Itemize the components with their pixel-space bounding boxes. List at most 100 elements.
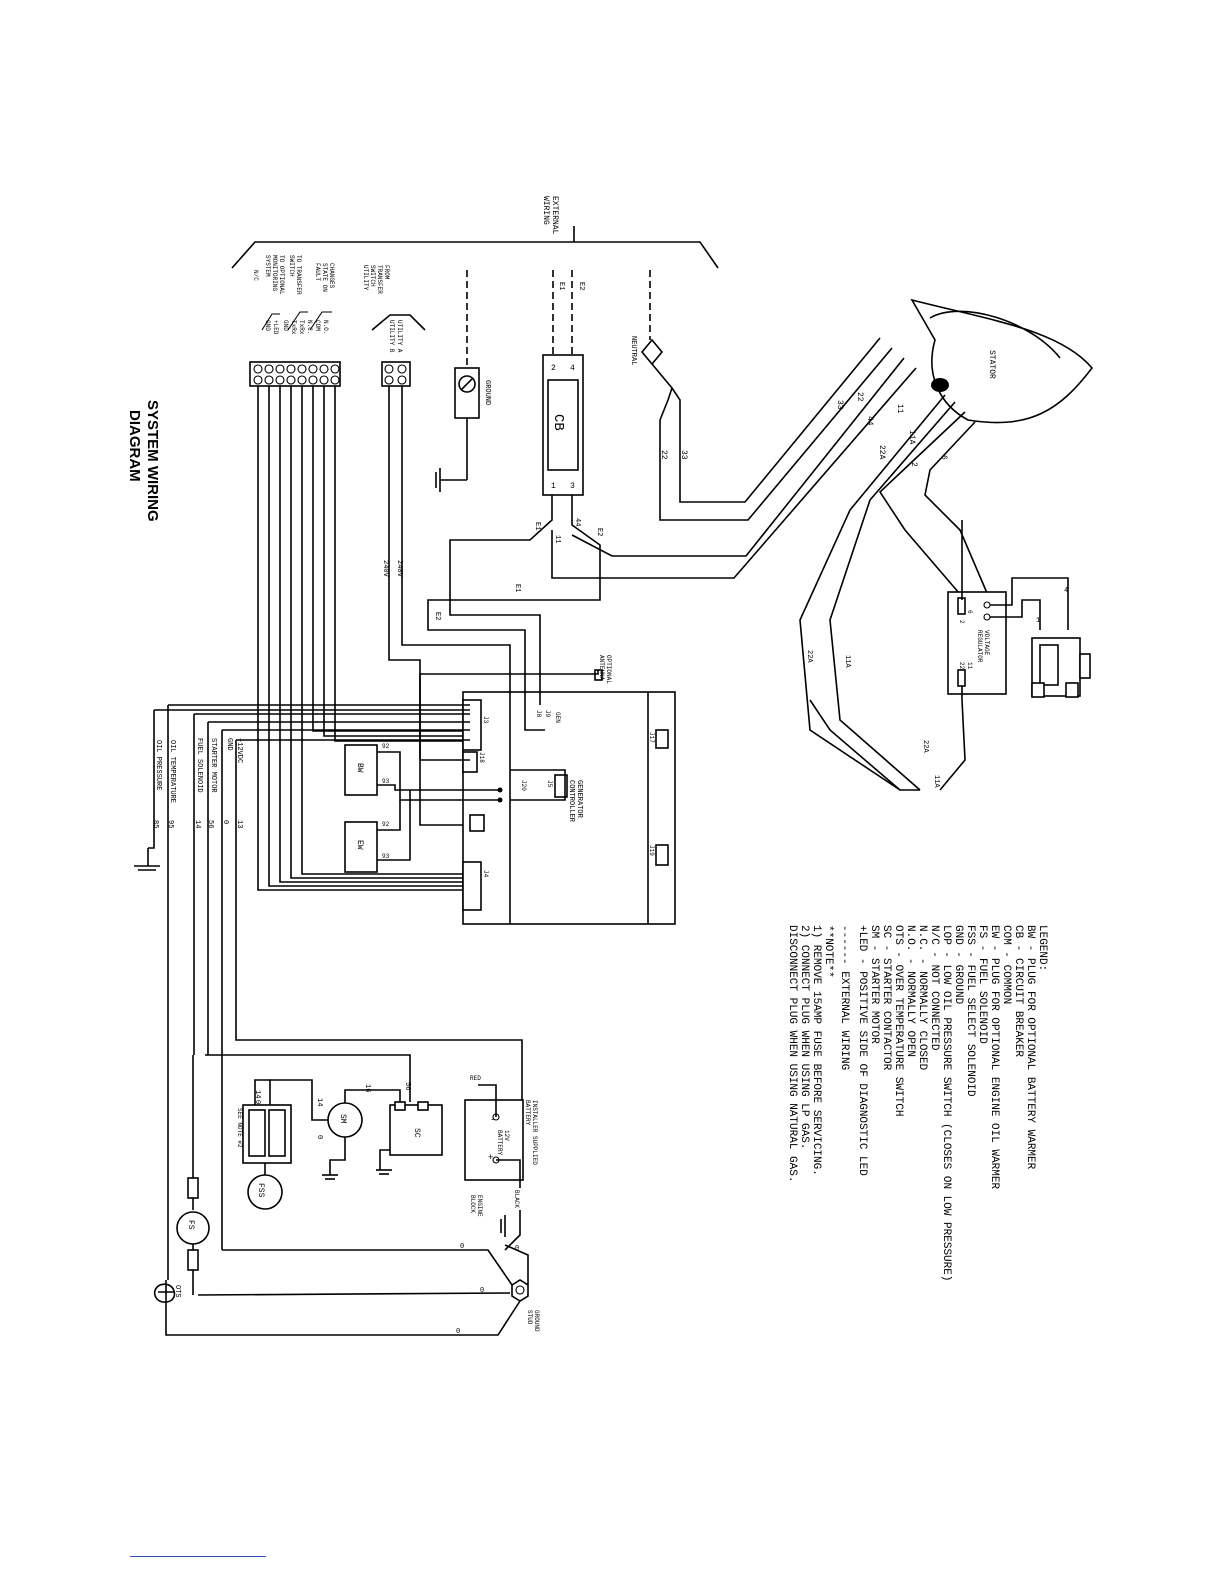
voltage-regulator: VOLTAGE REGULATOR 6 2 11 22 4 1 [947, 577, 1069, 695]
wire-number: 11A [907, 430, 916, 445]
nc-label: N/C [252, 270, 259, 281]
terminal-screw [330, 364, 340, 374]
terminal-screw [297, 364, 307, 374]
pin-label: COM [314, 320, 321, 331]
battery: - + 12V BATTERY INSTALLER SUPPLIED BATTE… [464, 1075, 538, 1251]
installer-battery-label: BATTERY [524, 1100, 531, 1126]
wire-number: 22A [805, 650, 813, 663]
harness-label: GND [225, 738, 233, 751]
vr-terminal: 2 [958, 620, 965, 624]
wire-number: E2 [577, 282, 585, 290]
black-label: BLACK [513, 1190, 520, 1208]
terminal-screw [275, 364, 285, 374]
legend-item: N.C. - NORMALLY CLOSED [916, 925, 928, 1071]
plug-label: J18 [478, 752, 485, 763]
wire-number: 56 [206, 820, 214, 828]
wire-number: 22 [855, 392, 864, 402]
wire-number: 16 [363, 1084, 371, 1092]
vr-terminal: 6 [966, 610, 973, 614]
vr-label: VOLTAGE [983, 630, 990, 656]
wire-number: 11 [895, 404, 904, 414]
stator-wire-bundle: 33 22 44 11 11A 22A 2 6 [551, 337, 991, 791]
legend-item: FSS - FUEL SELECT SOLENOID [964, 925, 976, 1097]
pin-label: GND [264, 320, 271, 331]
signal-wire [279, 386, 470, 883]
wire-number: 22A [877, 445, 886, 460]
terminal-screw [253, 375, 263, 385]
utility-label: UTILITY B [388, 320, 395, 353]
cb-terminal: 2 [551, 364, 556, 373]
battery-warmer-plug: BW 92 93 [344, 743, 500, 801]
signal-wire [301, 386, 470, 875]
wire-number: 93 [382, 853, 390, 860]
wire-number: 13 [235, 820, 243, 828]
wire-number: 95 [166, 820, 174, 828]
cb-terminal: 3 [570, 482, 575, 491]
wire-number: 0 [315, 1135, 323, 1139]
signal-terminal-strip: CHANGES STATE ON FAULT TO TRANSFER SWITC… [249, 255, 470, 891]
legend-item: SM - STARTER MOTOR [868, 925, 880, 1044]
wire-number: 11 [553, 535, 561, 543]
wire-number: 14 [315, 1098, 323, 1106]
terminal-screw [264, 364, 274, 374]
cb-terminal: 4 [570, 364, 575, 373]
signal-wire [257, 386, 470, 891]
external-wiring-label: WIRING [541, 196, 550, 225]
harness-label: FUEL SOLENOID [195, 738, 203, 793]
plug-label: J17 [648, 732, 655, 743]
pin-label: GND [282, 320, 289, 331]
terminal-screw [308, 364, 318, 374]
title-line-1: SYSTEM WIRING [144, 400, 161, 522]
note-item: DISCONNECT PLUG WHEN USING NATURAL GAS. [786, 925, 798, 1182]
wire-number: 93 [382, 778, 390, 785]
signal-wire [334, 386, 470, 742]
terminal-screw [330, 375, 340, 385]
wire-number: 11A [843, 655, 851, 668]
terminal-screw [275, 375, 285, 385]
legend-item: FS - FUEL SOLENOID [976, 925, 988, 1044]
changes-state-label: FAULT [314, 263, 321, 281]
wire-number: 0 [515, 1245, 519, 1253]
ew-label: EW [355, 840, 364, 850]
signal-wire [290, 386, 470, 879]
wire-number: E2 [595, 528, 603, 536]
terminal-screw [253, 364, 263, 374]
circuit-breaker: E1 E2 CB 4 2 3 1 E1 11 44 E2 E1 E2 [427, 270, 603, 690]
wire-number: 44 [865, 416, 874, 426]
optional-antenna: OPTIONAL ANTENNA [419, 655, 612, 761]
see-note-label: SEE NOTE #2 [236, 1108, 243, 1148]
legend-item: +LED - POSITIVE SIDE OF DIAGNOSTIC LED [856, 925, 868, 1176]
vr-terminal: 11 [966, 662, 973, 670]
terminal-screw [308, 375, 318, 385]
sc-label: SC [412, 1128, 421, 1138]
wire-number: 14 [193, 820, 201, 828]
wire-number: 0 [221, 820, 229, 824]
ground-stud-label: GROUND [533, 1310, 540, 1332]
battery-warmer-unit [1031, 637, 1091, 698]
battery-plus: + [488, 1153, 493, 1163]
bw-label: BW [355, 763, 364, 773]
diagram-title: SYSTEM WIRING DIAGRAM [126, 400, 161, 522]
terminal-screw [286, 364, 296, 374]
title-line-2: DIAGRAM [126, 410, 143, 482]
neutral-label: NEUTRAL [629, 336, 637, 365]
voltage-label: 240V [381, 560, 389, 578]
plug-label: J8 [535, 710, 542, 718]
legend-item: GND - GROUND [952, 925, 964, 1005]
fuel-select-solenoid: SEE NOTE #2 14 0 FSS [236, 1079, 292, 1210]
harness-label: OIL PRESSURE [154, 740, 162, 790]
pin-label: N.C. [306, 320, 313, 334]
wire-number: 22 [659, 450, 668, 460]
voltage-label: 240V [395, 560, 403, 578]
controller-label: GENERATOR [575, 780, 583, 819]
ground-label: GROUND [483, 380, 491, 405]
terminal-screw [286, 375, 296, 385]
wire-number: 22A [921, 740, 929, 753]
legend-external-wiring: ------ EXTERNAL WIRING [838, 925, 850, 1070]
legend: LEGEND: BW - PLUG FOR OPTIONAL BATTERY W… [786, 925, 1048, 1281]
wire-number: E2 [433, 612, 441, 620]
antenna-label: ANTENNA [598, 655, 605, 681]
fss-label: FSS [256, 1183, 265, 1198]
signal-wire [312, 386, 470, 732]
